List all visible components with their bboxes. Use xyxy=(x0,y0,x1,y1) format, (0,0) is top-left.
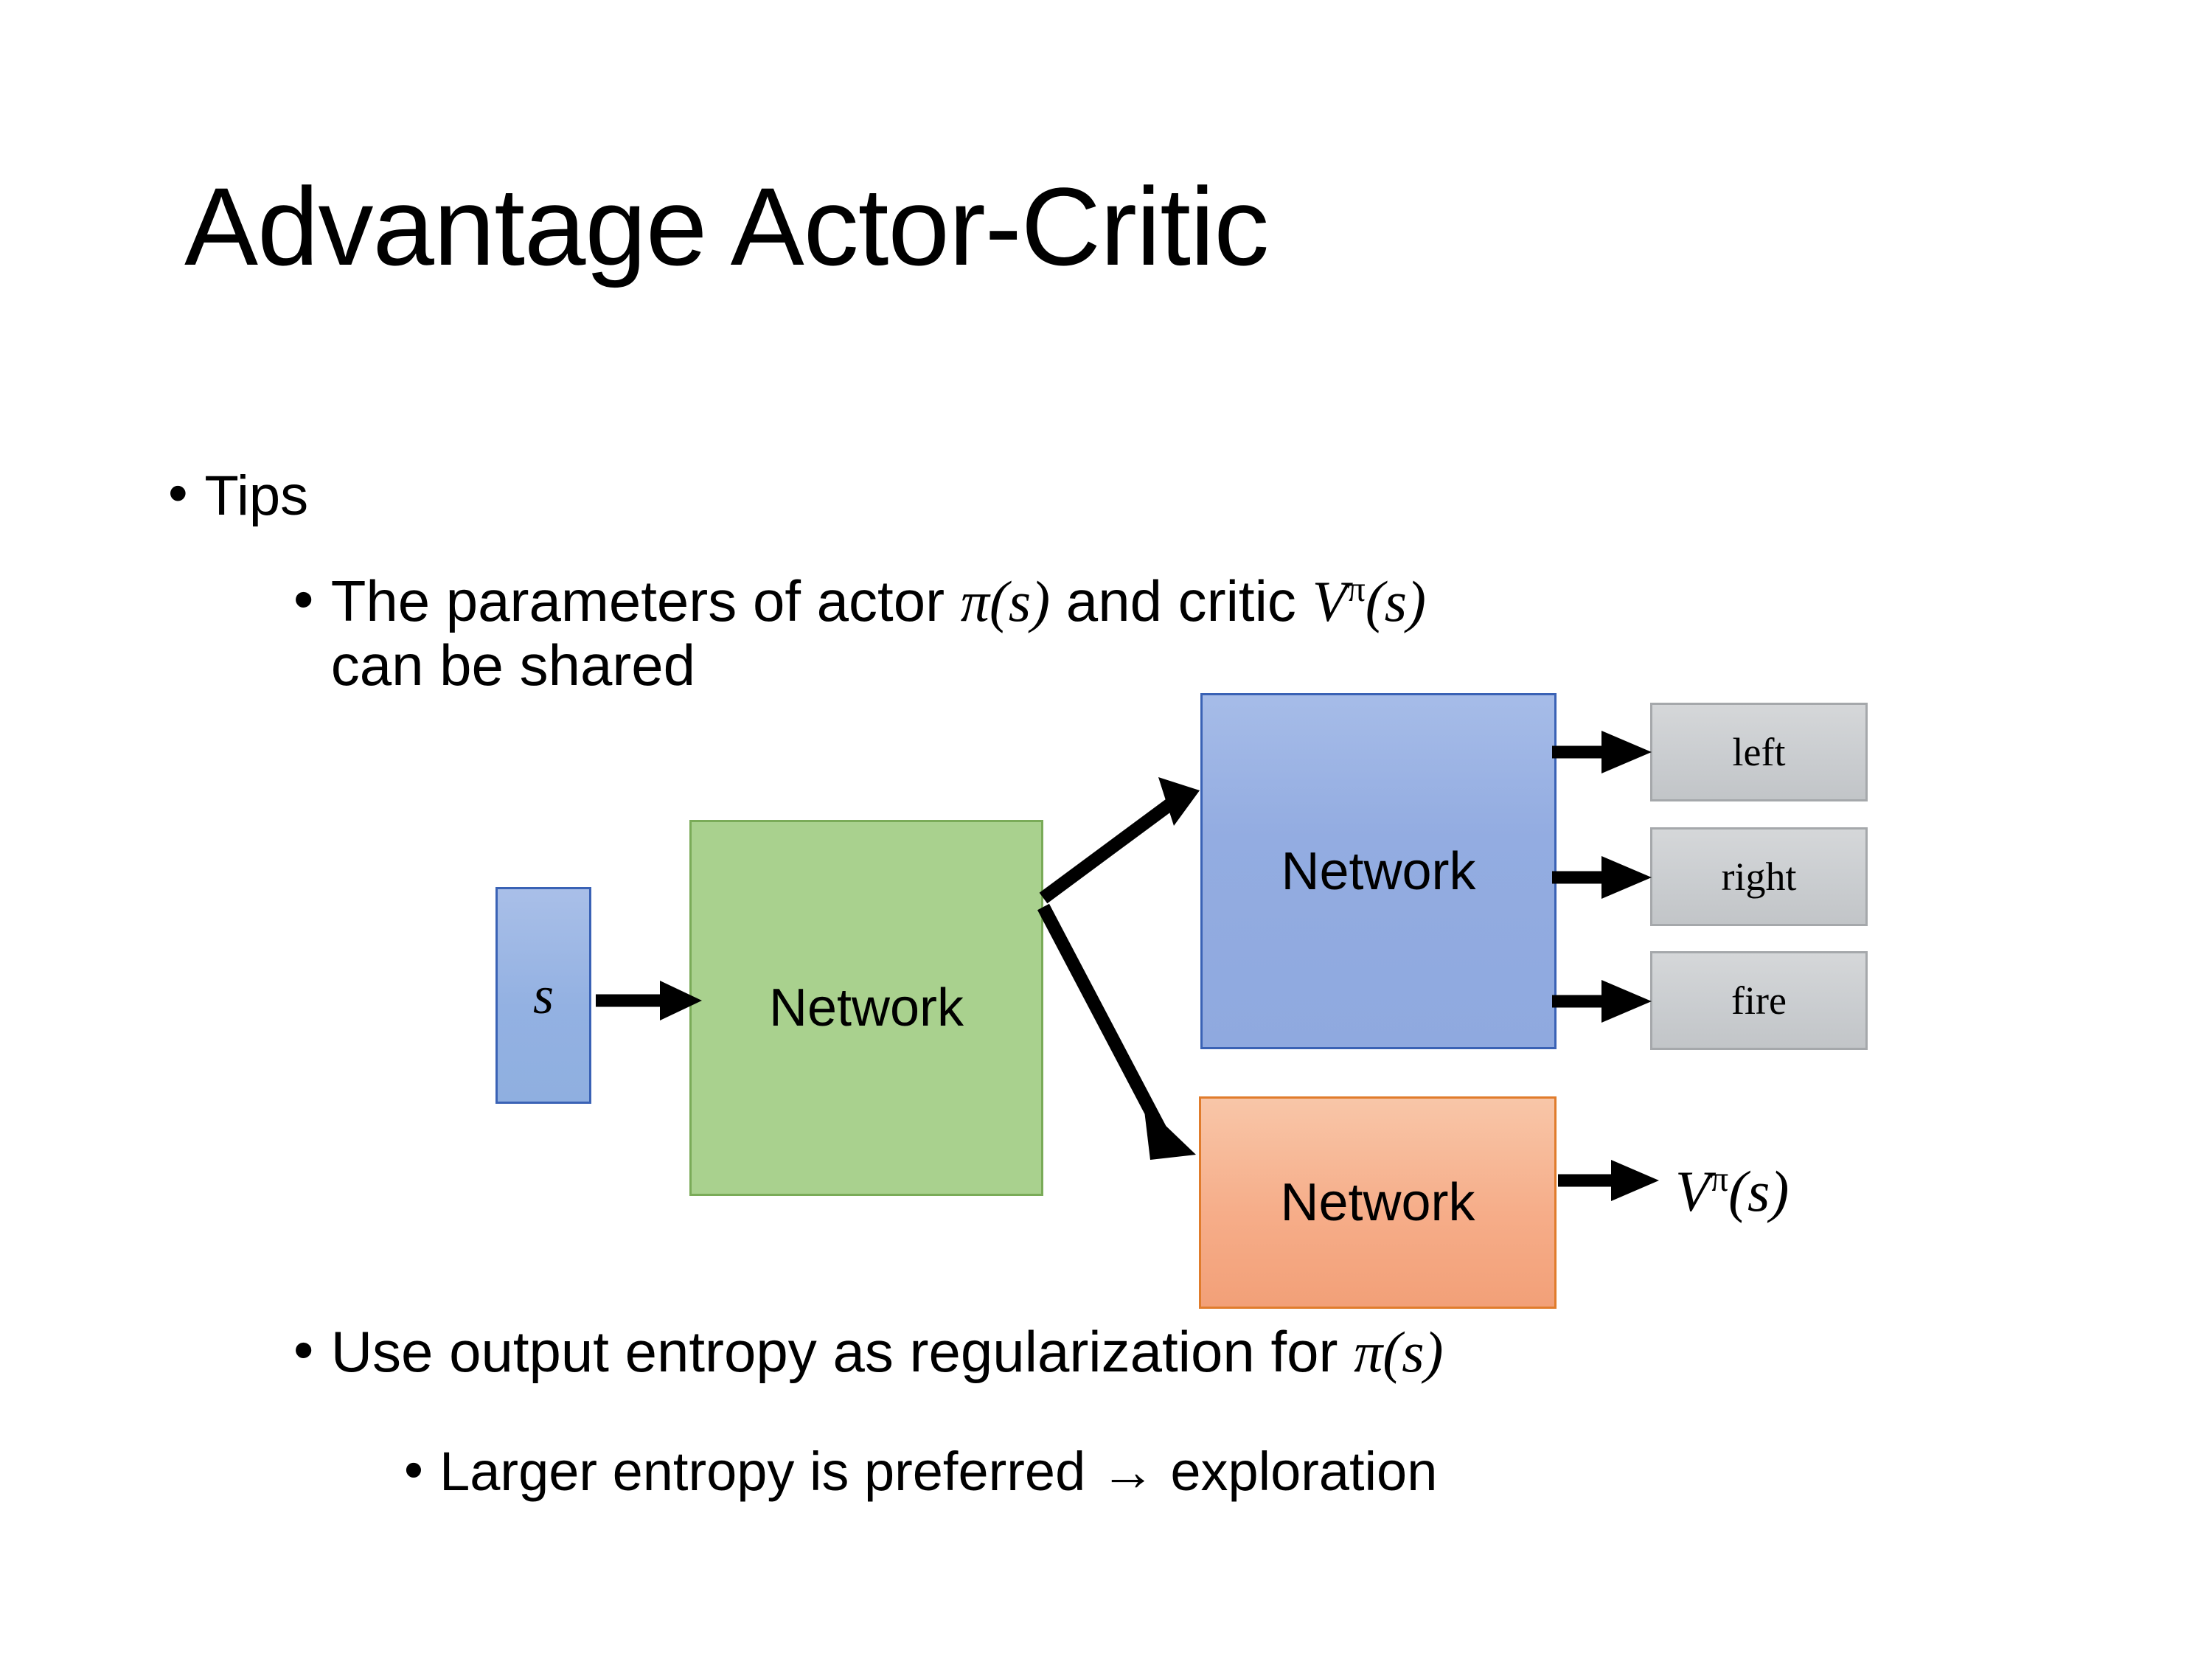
v-argument: (s) xyxy=(1728,1159,1790,1223)
v-pi-of-s-math: Vπ(s) xyxy=(1675,1159,1789,1223)
bullet-larger-entropy-label: Larger entropy is preferred → exploratio… xyxy=(439,1441,1438,1502)
actor-network-label: Network xyxy=(1281,841,1476,901)
shared-network-label: Network xyxy=(768,978,964,1037)
bullet-marker-icon: • xyxy=(168,462,188,525)
pi-of-s-math: π(s) xyxy=(1354,1320,1444,1384)
arrow-actor-to-left-icon xyxy=(1552,731,1652,773)
params-text-between: and critic xyxy=(1050,568,1312,633)
arrow-shared-to-critic-network-icon xyxy=(1037,903,1196,1160)
state-input-label: s xyxy=(532,965,554,1025)
bullet-entropy-text: Use output entropy as regularization for… xyxy=(330,1319,2078,1384)
bullet-shared-parameters-text: The parameters of actor π(s) and critic … xyxy=(330,568,2078,698)
action-box-left: left xyxy=(1650,703,1868,801)
action-label-fire: fire xyxy=(1731,978,1787,1023)
bullet-tips: • Tips xyxy=(168,465,308,527)
bullet-larger-entropy: • Larger entropy is preferred → explorat… xyxy=(404,1441,2100,1503)
arrow-shared-to-actor-network-icon xyxy=(1039,777,1200,904)
bullet-tips-label: Tips xyxy=(204,465,309,527)
arrow-state-to-shared-network-icon xyxy=(596,981,702,1020)
params-text-before: The parameters of actor xyxy=(330,568,961,633)
bullet-marker-icon: • xyxy=(293,566,314,632)
bullet-shared-parameters: • The parameters of actor π(s) and criti… xyxy=(293,566,2078,698)
v-superscript-pi: π xyxy=(1347,570,1366,609)
action-label-left: left xyxy=(1732,730,1786,774)
action-box-right: right xyxy=(1650,827,1868,926)
v-superscript-pi: π xyxy=(1710,1160,1729,1199)
page-title: Advantage Actor-Critic xyxy=(184,164,1269,288)
critic-output-value: Vπ(s) xyxy=(1675,1158,1789,1225)
arrow-actor-to-fire-icon xyxy=(1552,980,1652,1023)
v-symbol: V xyxy=(1675,1159,1711,1223)
bullet-entropy-regularization: • Use output entropy as regularization f… xyxy=(293,1317,2078,1384)
shared-network-box: Network xyxy=(689,820,1043,1196)
bullet-marker-icon: • xyxy=(404,1439,423,1500)
bullet-marker-icon: • xyxy=(293,1317,314,1382)
arrow-actor-to-right-icon xyxy=(1552,856,1652,899)
critic-network-box: Network xyxy=(1199,1096,1557,1309)
critic-network-label: Network xyxy=(1280,1173,1475,1232)
params-text-line2: can be shared xyxy=(330,633,696,698)
pi-of-s-math: π(s) xyxy=(960,569,1051,633)
entropy-text-before: Use output entropy as regularization for xyxy=(330,1319,1354,1384)
v-symbol: V xyxy=(1312,569,1348,633)
arrow-critic-to-value-icon xyxy=(1558,1160,1659,1201)
v-argument: (s) xyxy=(1365,569,1426,633)
state-input-box: s xyxy=(495,887,591,1104)
action-label-right: right xyxy=(1721,855,1797,899)
action-box-fire: fire xyxy=(1650,951,1868,1050)
actor-network-box: Network xyxy=(1200,693,1557,1049)
v-pi-of-s-math: Vπ(s) xyxy=(1312,569,1426,633)
